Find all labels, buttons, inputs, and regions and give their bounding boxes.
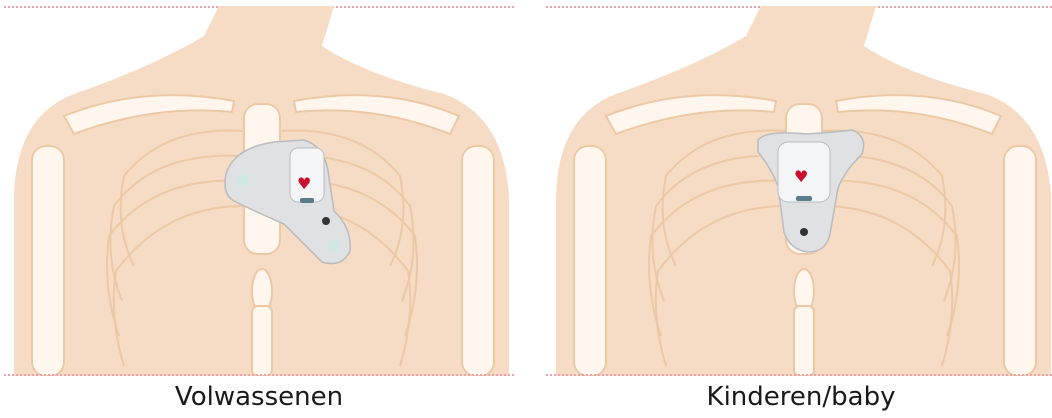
- panel-adult: ♥ Volwassenen: [0, 0, 510, 418]
- caption-adult: Volwassenen: [0, 379, 518, 415]
- heart-logo-icon: ♥: [794, 167, 808, 186]
- dotted-rule-bottom: [546, 374, 1052, 376]
- chest-illustration-child: ♥: [546, 6, 1052, 376]
- heart-logo-icon: ♥: [297, 174, 311, 193]
- panel-child: ♥ Kinderen/baby: [542, 0, 1052, 418]
- dotted-rule-bottom: [4, 374, 514, 376]
- chest-illustration-adult: ♥: [4, 6, 514, 376]
- caption-child: Kinderen/baby: [542, 379, 1052, 415]
